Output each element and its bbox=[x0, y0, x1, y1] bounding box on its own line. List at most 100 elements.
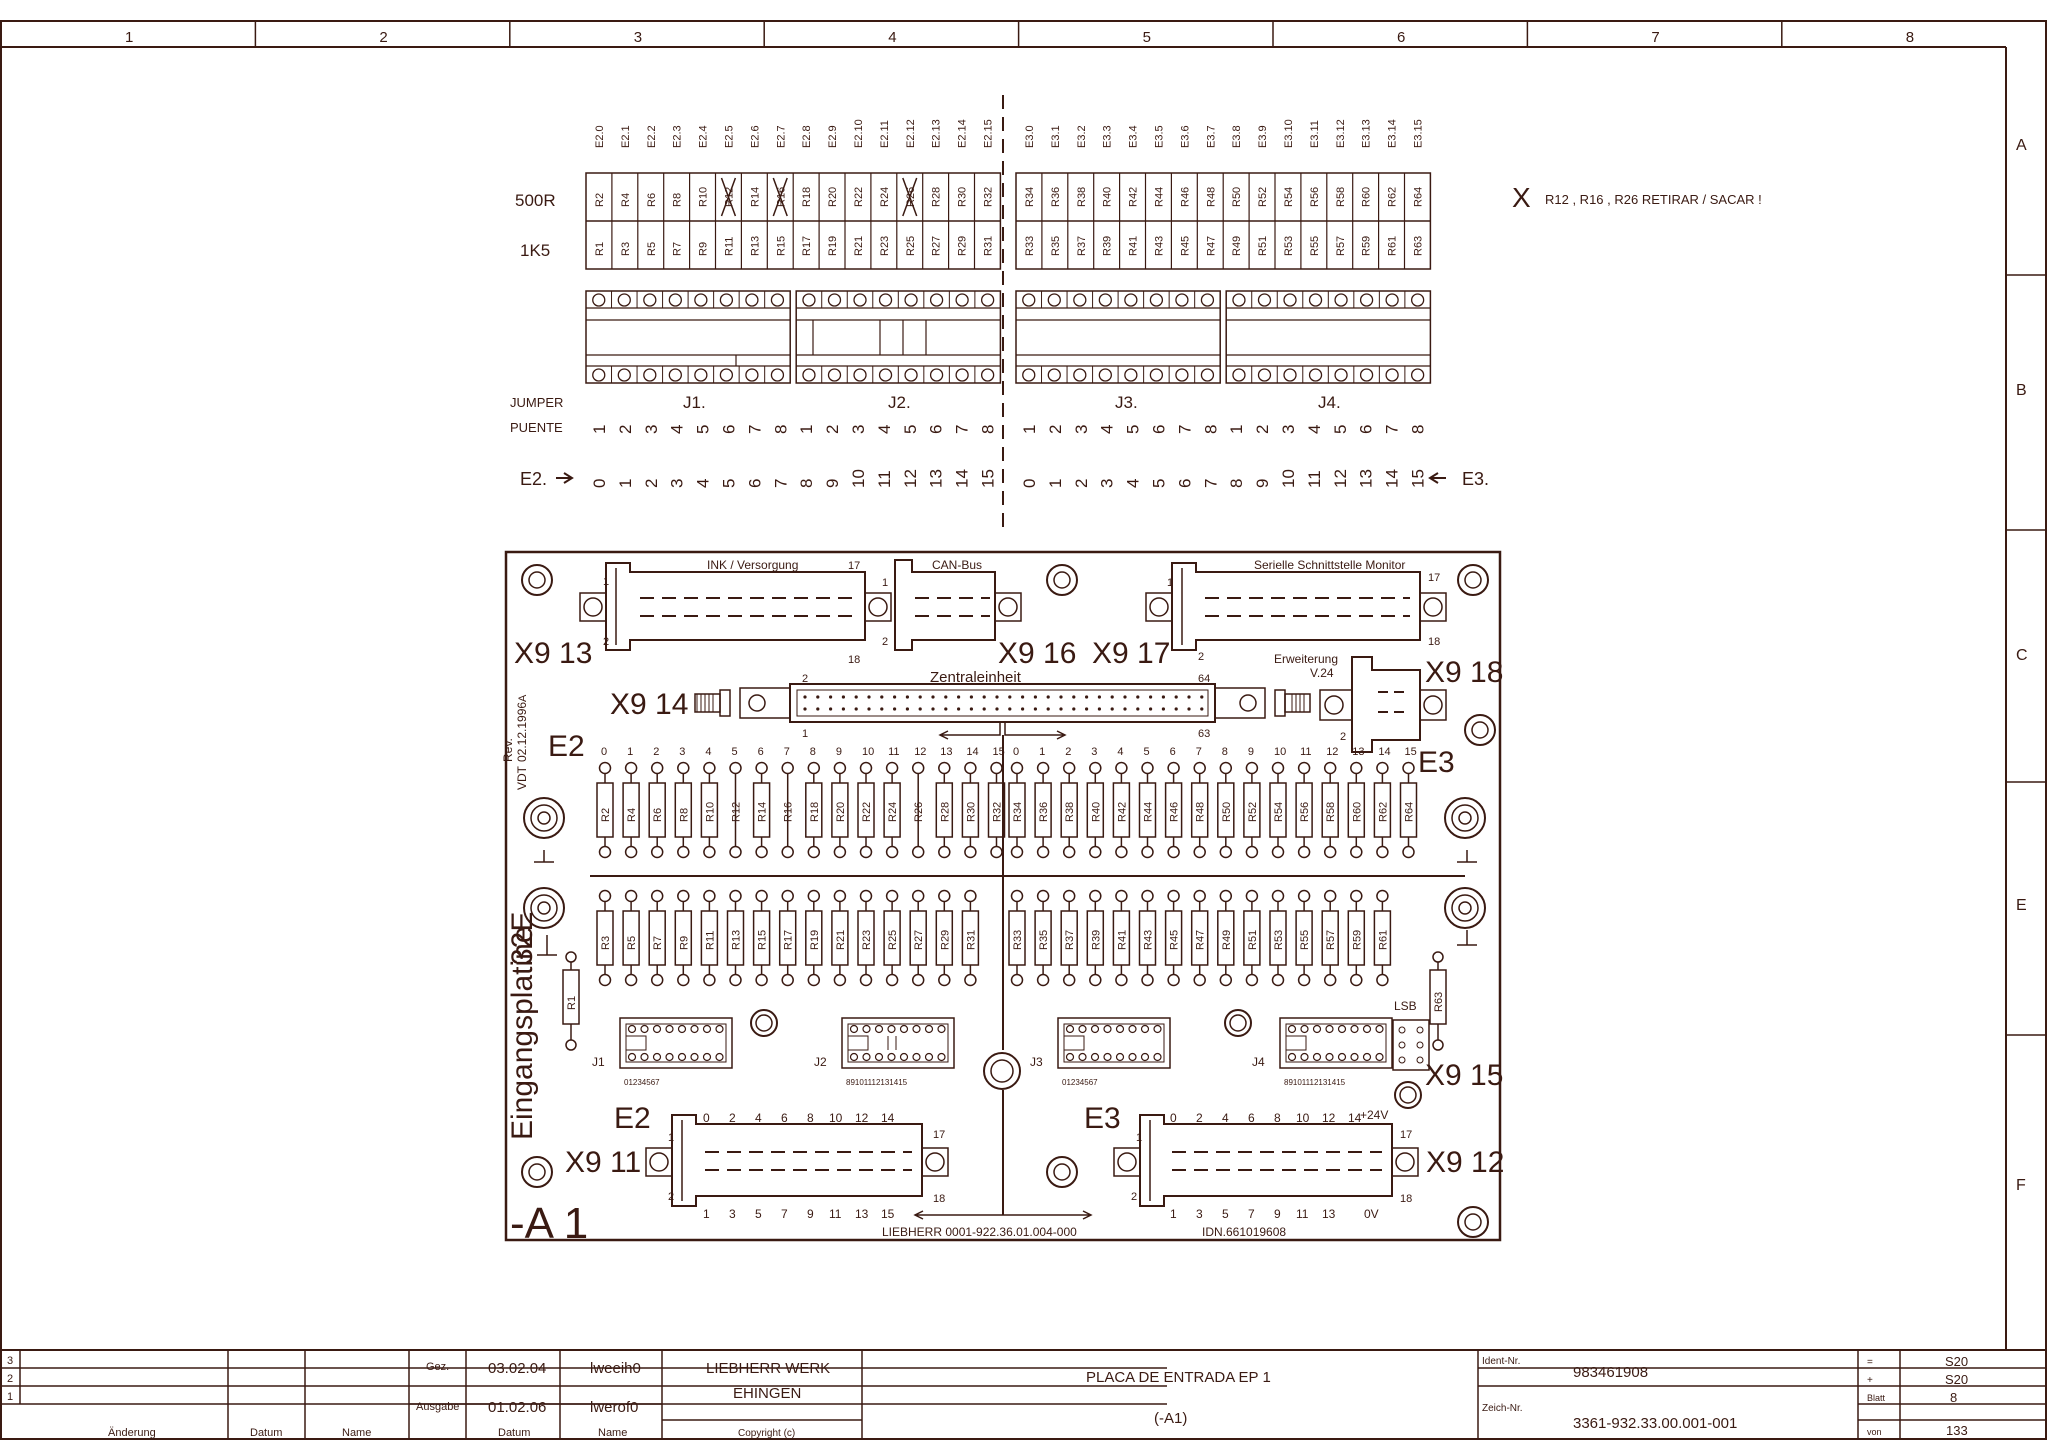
input-name: E2.9 bbox=[827, 125, 839, 148]
via-ring bbox=[983, 1052, 1021, 1090]
pcb-resistor: R2 bbox=[596, 761, 614, 859]
pin-63-x914: 63 bbox=[1198, 728, 1210, 740]
blatt-value: 8 bbox=[1950, 1390, 1957, 1405]
rev-label: Rev. bbox=[501, 738, 515, 762]
socket-numbers: 01234567 bbox=[1062, 1078, 1098, 1087]
resistor-label: R35 bbox=[1038, 930, 1050, 950]
resistor-label: R15 bbox=[775, 236, 787, 256]
jumper-group-labels: J1.J2.J3.J4. bbox=[683, 393, 1341, 412]
resistor-label: R55 bbox=[1309, 236, 1321, 256]
resistor-label: R31 bbox=[965, 930, 977, 950]
plus24v-label: +24V bbox=[1360, 1108, 1388, 1122]
revision-row-number: 1 bbox=[7, 1391, 13, 1403]
svg-text:R63: R63 bbox=[1433, 992, 1445, 1012]
resistor-label: R49 bbox=[1221, 930, 1233, 950]
resistor-label: R11 bbox=[704, 931, 716, 950]
input-name: E2.13 bbox=[931, 119, 943, 148]
input-index: 8 bbox=[810, 746, 816, 758]
pcb-resistor: R6 bbox=[648, 761, 666, 859]
input-number: 11 bbox=[1305, 470, 1324, 488]
cross-out-mark bbox=[902, 177, 918, 217]
input-name: E3.6 bbox=[1179, 125, 1191, 148]
pin-number: 10 bbox=[1296, 1111, 1310, 1125]
pcb-resistor: R62 bbox=[1373, 761, 1392, 859]
input-index: 15 bbox=[1405, 746, 1417, 758]
resistor-label: R54 bbox=[1273, 802, 1285, 822]
pin-dot bbox=[867, 695, 871, 699]
pin-1-x916: 1 bbox=[882, 577, 888, 589]
cross-out-mark bbox=[720, 177, 737, 217]
resistor-label: R35 bbox=[1050, 236, 1062, 256]
column-label: 5 bbox=[1143, 29, 1151, 46]
input-name: E3.13 bbox=[1361, 119, 1373, 148]
pin-number: 12 bbox=[855, 1111, 869, 1125]
resistor-label: R13 bbox=[749, 236, 761, 256]
connector-x917 bbox=[1145, 562, 1447, 651]
pin-dot bbox=[829, 707, 833, 711]
input-index: 5 bbox=[1144, 746, 1150, 758]
pin-18-x913: 18 bbox=[848, 654, 860, 666]
input-number: 8 bbox=[1227, 479, 1246, 488]
pin-dot bbox=[1085, 695, 1089, 699]
pin-dot bbox=[957, 707, 961, 711]
row-label: B bbox=[2016, 382, 2027, 399]
pcb-resistor: R12 bbox=[729, 761, 743, 859]
input-number: 4 bbox=[1124, 479, 1143, 488]
input-index: 4 bbox=[1117, 746, 1123, 758]
resistor-label: R34 bbox=[1024, 187, 1036, 207]
ausgabe-name: lwerof0 bbox=[590, 1399, 638, 1416]
pin-dot bbox=[880, 707, 884, 711]
resistor-label: R61 bbox=[1377, 930, 1389, 950]
input-index: 15 bbox=[993, 746, 1005, 758]
resistor-label: R38 bbox=[1064, 802, 1076, 822]
vdt-label: VDT bbox=[515, 765, 529, 790]
pin-dot bbox=[995, 707, 999, 711]
jumper-number: 6 bbox=[1357, 425, 1376, 434]
resistor-label: R46 bbox=[1169, 802, 1181, 822]
resistor-label: R47 bbox=[1205, 236, 1217, 256]
column-label: 8 bbox=[1906, 29, 1914, 46]
resistor-label: R8 bbox=[672, 193, 684, 207]
pin-dot bbox=[969, 695, 974, 699]
resistor-label: R7 bbox=[672, 242, 684, 256]
pcb-resistor: R53 bbox=[1269, 889, 1287, 987]
pcb-resistor: R56 bbox=[1295, 761, 1313, 859]
resistor-label: R56 bbox=[1309, 187, 1321, 207]
via-ring bbox=[1394, 1081, 1422, 1109]
von-label: von bbox=[1867, 1427, 1882, 1437]
pin-dot bbox=[931, 707, 935, 711]
pin-17-x911: 17 bbox=[933, 1129, 945, 1141]
pcb-resistor: R50 bbox=[1217, 761, 1235, 859]
pin-dot bbox=[1136, 707, 1140, 711]
copyright: Copyright (c) bbox=[738, 1428, 795, 1439]
input-name: E2.15 bbox=[982, 119, 994, 148]
resistor-label: R40 bbox=[1090, 802, 1102, 822]
input-number: 10 bbox=[849, 469, 868, 488]
jumper-number: 4 bbox=[875, 425, 894, 434]
e3-top-mark: E3 bbox=[1418, 746, 1455, 779]
zentraleinheit-label: Zentraleinheit bbox=[930, 669, 1022, 686]
jumper-group-label: J1. bbox=[683, 393, 706, 412]
pin-17-x912: 17 bbox=[1400, 1129, 1412, 1141]
jumper-number: 2 bbox=[823, 425, 842, 434]
resistor-label: R19 bbox=[827, 236, 839, 256]
resistor-label: R57 bbox=[1335, 236, 1347, 256]
socket-numbers: 89101112131415 bbox=[846, 1078, 908, 1087]
input-number: 13 bbox=[1357, 469, 1376, 488]
pin-dot bbox=[1021, 707, 1025, 711]
mounting-hole bbox=[1046, 1156, 1078, 1188]
column-label: 2 bbox=[379, 29, 387, 46]
pin-dot bbox=[1174, 707, 1178, 711]
resistor-label: R56 bbox=[1299, 802, 1311, 822]
name-header: Name bbox=[342, 1427, 371, 1439]
pin-dot bbox=[1072, 695, 1076, 699]
pin-2-x914: 2 bbox=[802, 673, 808, 685]
pin-number: 7 bbox=[781, 1207, 788, 1221]
input-number: 0 bbox=[1020, 479, 1039, 488]
input-index: 7 bbox=[1196, 746, 1202, 758]
pcb-resistor: R19 bbox=[805, 889, 823, 987]
resistor-label: R44 bbox=[1143, 802, 1155, 822]
resistor-label: R23 bbox=[879, 236, 891, 256]
input-index: 12 bbox=[914, 746, 926, 758]
